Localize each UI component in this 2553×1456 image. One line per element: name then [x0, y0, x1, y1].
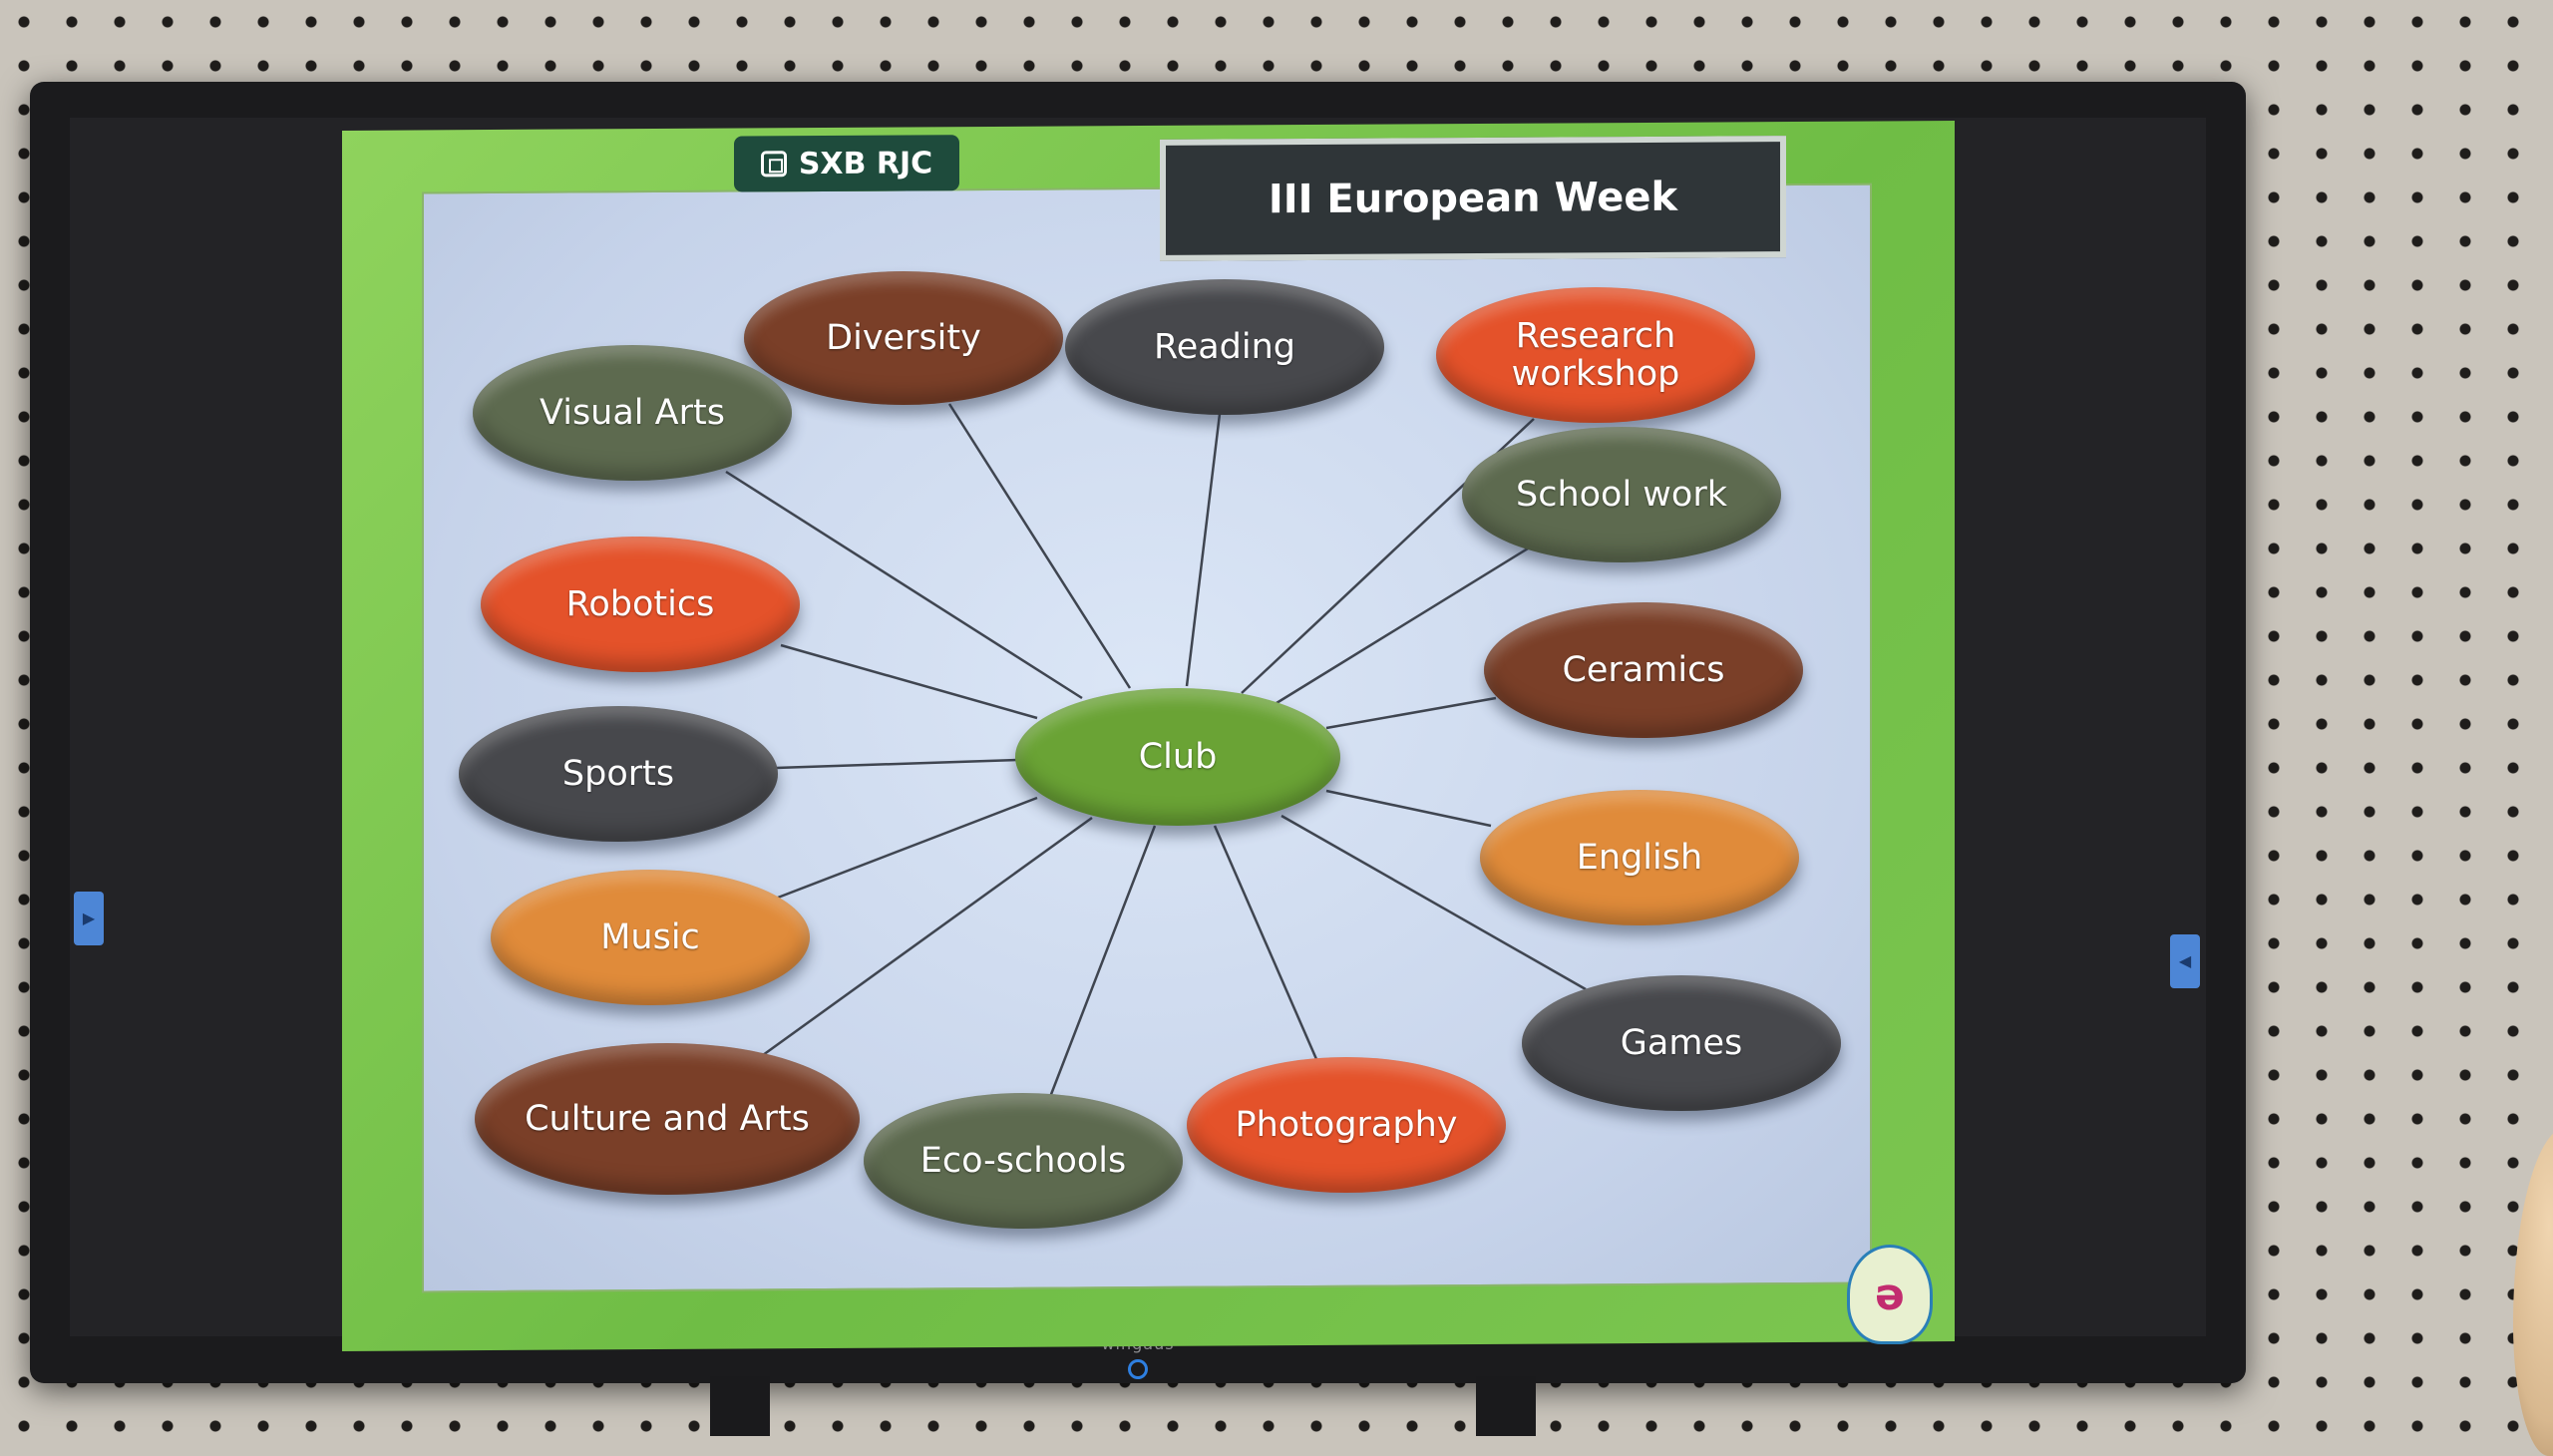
book-icon	[760, 151, 787, 178]
node-diversity: Diversity	[744, 271, 1063, 405]
node-label: Diversity	[826, 317, 981, 358]
monitor-stand-left	[710, 1376, 770, 1436]
node-visual-arts: Visual Arts	[473, 345, 792, 481]
node-label: Photography	[1235, 1104, 1458, 1145]
left-side-toolbar-arrow-icon[interactable]: ▶	[74, 892, 104, 945]
power-icon[interactable]	[1128, 1359, 1148, 1379]
node-label: Ceramics	[1562, 649, 1725, 690]
node-school-work: School work	[1462, 427, 1781, 562]
slide-title: III European Week	[1160, 136, 1786, 261]
node-eco-schools: Eco-schools	[864, 1093, 1183, 1229]
node-label: Games	[1620, 1022, 1743, 1063]
node-label: English	[1576, 837, 1703, 878]
node-label: School work	[1515, 474, 1728, 515]
node-label: Music	[600, 916, 700, 957]
node-label: Reading	[1153, 326, 1296, 367]
node-label: Sports	[561, 753, 675, 794]
node-research-workshop: Research workshop	[1436, 287, 1755, 423]
slide-tag: SXB RJC	[734, 135, 959, 192]
monitor-stand-right	[1476, 1376, 1536, 1436]
right-side-toolbar-arrow-icon[interactable]: ◀	[2170, 934, 2200, 988]
node-culture-and-arts: Culture and Arts	[475, 1043, 860, 1195]
node-reading: Reading	[1065, 279, 1384, 415]
node-games: Games	[1522, 975, 1841, 1111]
node-ceramics: Ceramics	[1484, 602, 1803, 738]
node-music: Music	[491, 870, 810, 1005]
node-photography: Photography	[1187, 1057, 1506, 1193]
hub-node-club: Club	[1015, 688, 1340, 826]
node-sports: Sports	[459, 706, 778, 842]
foreground-person-partial	[2513, 1127, 2553, 1456]
node-label: Visual Arts	[540, 392, 725, 433]
node-label: Research workshop	[1511, 315, 1680, 394]
node-english: English	[1480, 790, 1799, 925]
node-label: Culture and Arts	[525, 1098, 810, 1139]
european-week-logo: ǝ	[1847, 1245, 1933, 1344]
slide-tag-label: SXB RJC	[798, 145, 933, 182]
node-label: Robotics	[565, 583, 715, 624]
hub-node-label: Club	[1138, 736, 1218, 777]
node-robotics: Robotics	[481, 537, 800, 672]
node-label: Eco-schools	[919, 1140, 1127, 1181]
